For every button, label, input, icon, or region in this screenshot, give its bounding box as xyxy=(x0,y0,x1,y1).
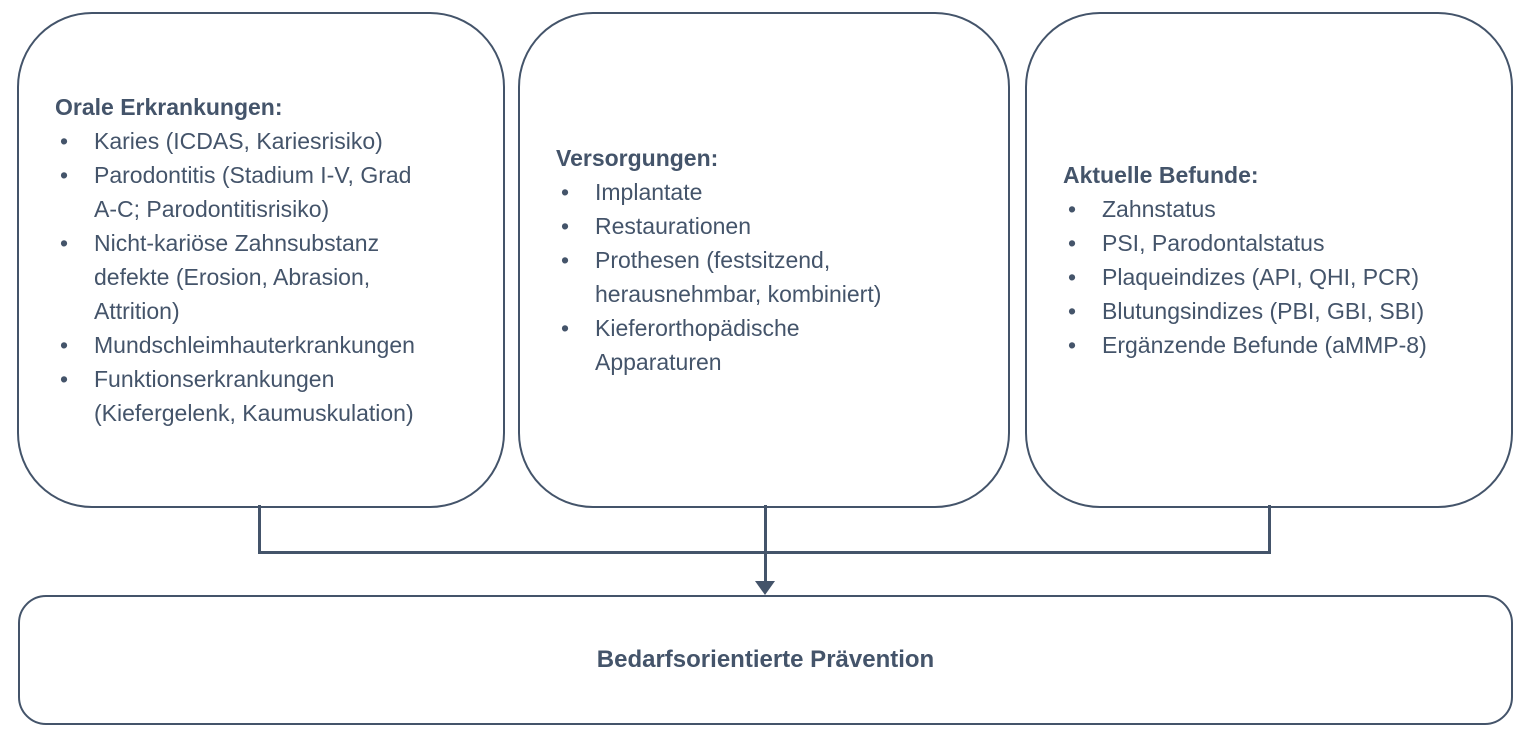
box-list: • Zahnstatus • PSI, Parodontalstatus • P… xyxy=(1063,192,1489,362)
connector-line-middle xyxy=(764,505,767,582)
list-item: • Zahnstatus xyxy=(1063,192,1489,226)
list-item-text: PSI, Parodontalstatus xyxy=(1102,230,1325,256)
list-item-text: Parodontitis (Stadium I-V, Grad A-C; Par… xyxy=(94,162,412,222)
box-list: • Karies (ICDAS, Kariesrisiko) • Parodon… xyxy=(55,124,481,430)
bullet-icon: • xyxy=(561,315,570,341)
list-item-text: Zahnstatus xyxy=(1102,196,1216,222)
list-item-text: Plaqueindizes (API, QHI, PCR) xyxy=(1102,264,1420,290)
bullet-icon: • xyxy=(1068,332,1077,358)
list-item-text: Restaurationen xyxy=(595,213,751,239)
connector-line-right xyxy=(1268,505,1271,553)
box-title: Versorgungen: xyxy=(556,145,719,171)
list-item-text: Nicht-kariöse Zahnsubstanz defekte (Eros… xyxy=(94,230,380,324)
list-item: • Plaqueindizes (API, QHI, PCR) xyxy=(1063,260,1489,294)
list-item-text: Prothesen (festsitzend, herausnehmbar, k… xyxy=(595,247,882,307)
bullet-icon: • xyxy=(60,128,69,154)
box-versorgungen: Versorgungen: • Implantate • Restauratio… xyxy=(518,12,1010,508)
bullet-icon: • xyxy=(1068,230,1077,256)
bullet-icon: • xyxy=(1068,298,1077,324)
bullet-icon: • xyxy=(60,162,69,188)
list-item: • Nicht-kariöse Zahnsubstanz defekte (Er… xyxy=(55,226,481,328)
bullet-icon: • xyxy=(561,213,570,239)
list-item: • PSI, Parodontalstatus xyxy=(1063,226,1489,260)
result-label: Bedarfsorientierte Prävention xyxy=(596,646,935,673)
bullet-icon: • xyxy=(60,332,69,358)
box-aktuelle-befunde: Aktuelle Befunde: • Zahnstatus • PSI, Pa… xyxy=(1025,12,1513,508)
list-item: • Restaurationen xyxy=(556,209,986,243)
list-item: • Implantate xyxy=(556,175,986,209)
box-orale-erkrankungen: Orale Erkrankungen: • Karies (ICDAS, Kar… xyxy=(17,12,505,508)
box-title: Orale Erkrankungen: xyxy=(55,94,283,120)
box-title: Aktuelle Befunde: xyxy=(1063,162,1259,188)
list-item-text: Blutungsindizes (PBI, GBI, SBI) xyxy=(1102,298,1425,324)
list-item: • Parodontitis (Stadium I-V, Grad A-C; P… xyxy=(55,158,481,226)
bullet-icon: • xyxy=(60,230,69,256)
list-item: • Mundschleimhauterkrankungen xyxy=(55,328,481,362)
arrow-down-icon xyxy=(755,581,775,595)
bullet-icon: • xyxy=(1068,196,1077,222)
list-item: • Karies (ICDAS, Kariesrisiko) xyxy=(55,124,481,158)
connector-line-left xyxy=(258,505,261,553)
box-list: • Implantate • Restaurationen • Prothese… xyxy=(556,175,986,379)
result-box: Bedarfsorientierte Prävention xyxy=(18,595,1513,725)
list-item: • Blutungsindizes (PBI, GBI, SBI) xyxy=(1063,294,1489,328)
list-item-text: Karies (ICDAS, Kariesrisiko) xyxy=(94,128,383,154)
list-item-text: Kieferorthopädische Apparaturen xyxy=(595,315,800,375)
list-item-text: Mundschleimhauterkrankungen xyxy=(94,332,415,358)
bullet-icon: • xyxy=(1068,264,1077,290)
list-item-text: Ergänzende Befunde (aMMP-8) xyxy=(1102,332,1427,358)
bullet-icon: • xyxy=(561,247,570,273)
bullet-icon: • xyxy=(60,366,69,392)
list-item: • Prothesen (festsitzend, herausnehmbar,… xyxy=(556,243,986,311)
list-item: • Ergänzende Befunde (aMMP-8) xyxy=(1063,328,1489,362)
list-item-text: Implantate xyxy=(595,179,703,205)
bullet-icon: • xyxy=(561,179,570,205)
list-item: • Funktionserkrankungen (Kiefergelenk, K… xyxy=(55,362,481,430)
list-item: • Kieferorthopädische Apparaturen xyxy=(556,311,986,379)
list-item-text: Funktionserkrankungen (Kiefergelenk, Kau… xyxy=(94,366,414,426)
